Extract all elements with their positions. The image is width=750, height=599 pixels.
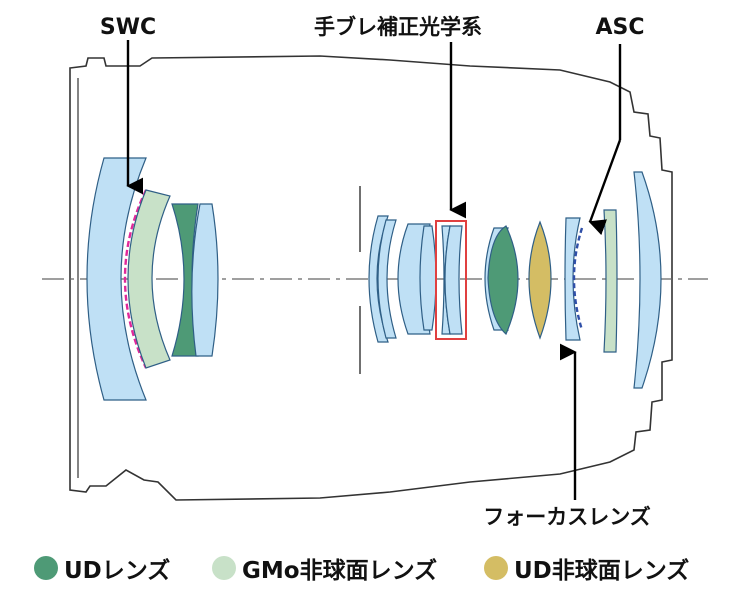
focus-label: フォーカスレンズ — [483, 505, 651, 529]
lens-is-2 — [444, 225, 463, 335]
legend-item-ud: UDレンズ — [34, 546, 170, 590]
asc-label: ASC — [595, 15, 644, 40]
lens-front-group-3 — [191, 203, 219, 357]
legend-item-ud-aspherical: UD非球面レンズ — [484, 546, 689, 590]
lens-mid-4 — [419, 225, 437, 331]
lens-ud-aspherical — [528, 220, 552, 340]
lens-front-element — [86, 157, 147, 401]
legend-label-gmo: GMo非球面レンズ — [242, 558, 438, 584]
lens-rear-element — [633, 171, 662, 389]
lens-gmo-aspherical-1 — [127, 189, 171, 369]
lens-mid-2 — [377, 219, 397, 339]
legend-label-ud: UDレンズ — [64, 558, 171, 584]
swc-coating-line — [123, 189, 148, 369]
legend: UDレンズ GMo非球面レンズ UD非球面レンズ — [0, 546, 750, 590]
legend-dot-ud — [34, 556, 58, 580]
is-group-frame — [435, 220, 467, 340]
asc-arrow-tip — [588, 139, 622, 236]
is-group-label: 手ブレ補正光学系 — [314, 15, 482, 39]
swc-label: SWC — [100, 15, 156, 40]
lens-focus — [564, 217, 581, 341]
legend-label-ud-aspherical: UD非球面レンズ — [514, 558, 690, 584]
lens-gmo-aspherical-2 — [603, 209, 618, 353]
lens-barrel-outline — [69, 55, 673, 501]
legend-item-gmo: GMo非球面レンズ — [212, 546, 437, 590]
legend-dot-ud-aspherical — [484, 556, 508, 580]
lens-ud-2 — [487, 225, 519, 335]
asc-coating-line — [572, 227, 584, 331]
legend-dot-gmo — [212, 556, 236, 580]
